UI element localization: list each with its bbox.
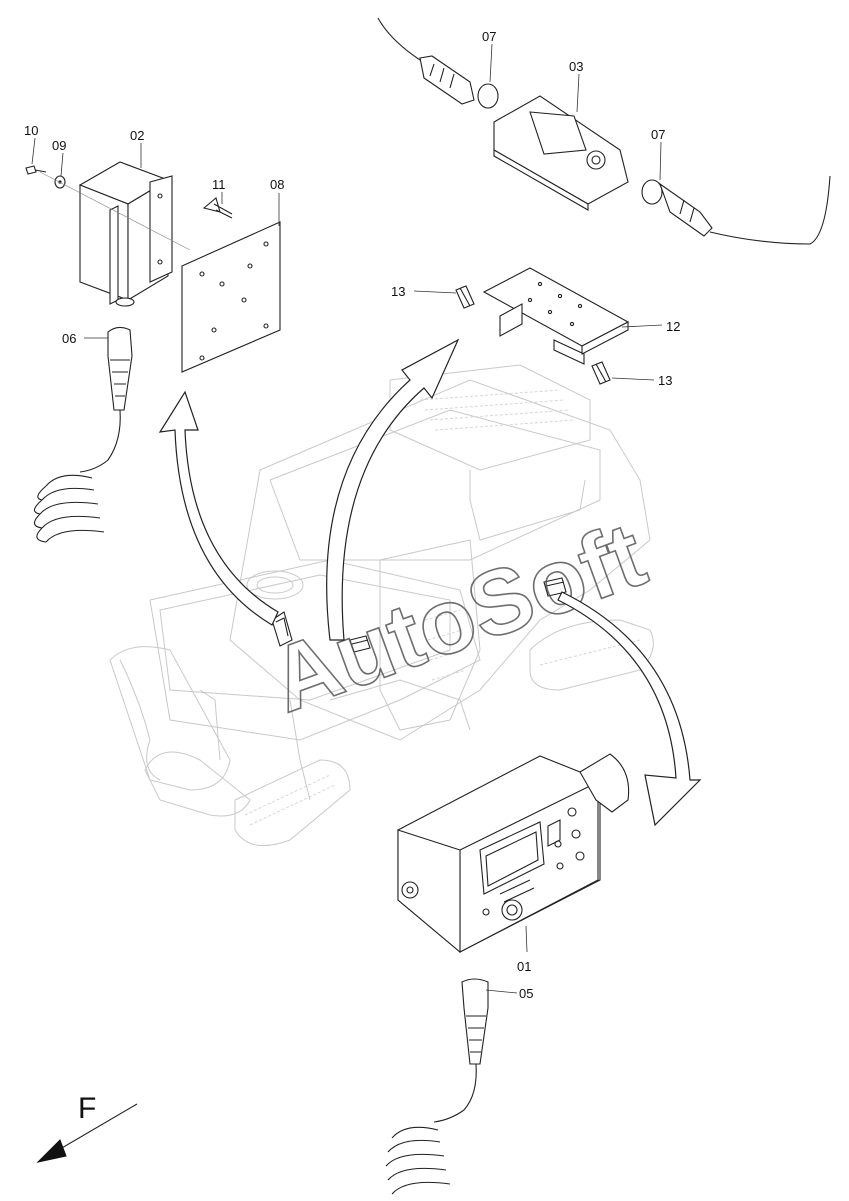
alignment-line: [39, 171, 191, 251]
stud-part-13-upper: [455, 285, 475, 309]
connector-cable-06: [33, 326, 133, 543]
callout-10: 10: [24, 123, 38, 138]
mounting-plate-part: [181, 221, 281, 373]
mount-point-center: [349, 635, 371, 653]
callout-12: 12: [666, 319, 680, 334]
cable-connector-07-upper: [377, 17, 499, 109]
washer-part-09: [54, 175, 66, 189]
callout-13-lower: 13: [658, 373, 672, 388]
callout-06: 06: [62, 331, 76, 346]
machine-background: [109, 364, 654, 847]
mount-point-left: [271, 611, 293, 647]
mount-point-right: [543, 577, 567, 597]
curved-arrow-center: [326, 338, 460, 641]
callout-09: 09: [52, 138, 66, 153]
bracket-part-12: [482, 267, 630, 365]
curved-arrow-left: [158, 390, 279, 626]
callout-07-upper: 07: [482, 29, 496, 44]
curved-arrow-right: [557, 591, 702, 827]
sensor-box-part: [78, 161, 173, 307]
bolt-part-11: [202, 197, 233, 219]
control-unit-part: [397, 753, 630, 954]
cable-connector-07-lower: [641, 175, 831, 245]
screw-part-10: [25, 165, 47, 175]
direction-arrow: [36, 1103, 138, 1163]
callout-07-lower: 07: [651, 127, 665, 142]
callout-13-upper: 13: [391, 284, 405, 299]
callout-11: 11: [212, 177, 226, 192]
callout-05: 05: [519, 986, 533, 1001]
leader-lines: [31, 43, 663, 994]
stud-part-13-lower: [591, 361, 611, 385]
connector-cable-05: [385, 978, 489, 1195]
callout-08: 08: [270, 177, 284, 192]
callout-01: 01: [517, 959, 531, 974]
direction-label: F: [78, 1092, 96, 1125]
callout-02: 02: [130, 128, 144, 143]
rotary-sensor-part: [493, 95, 629, 211]
callout-03: 03: [569, 59, 583, 74]
